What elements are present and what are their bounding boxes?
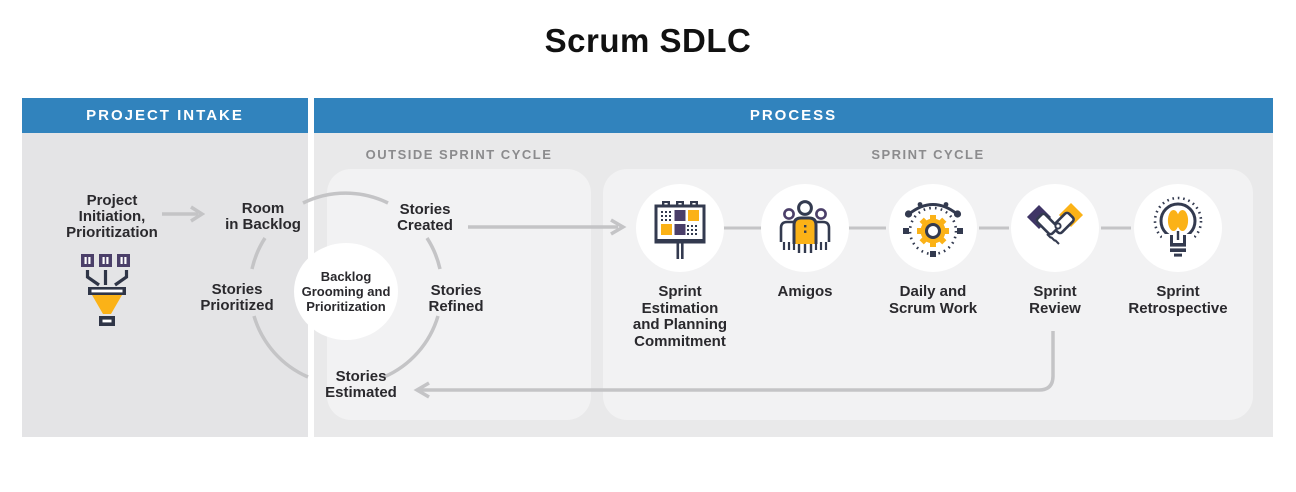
room-in-backlog-label: Room in Backlog [225,200,301,233]
sprint-step-label: Sprint Estimation and Planning Commitmen… [632,283,728,350]
gear-process-icon [889,184,977,272]
sprint-step-label: Daily and Scrum Work [888,283,978,317]
lightbulb-brain-icon [1134,184,1222,272]
sprint-step-daily-scrum: Daily and Scrum Work [858,184,1008,317]
stories-estimated-label: Stories Estimated [325,368,397,401]
project-intake-header-label: PROJECT INTAKE [86,107,244,124]
funnel-icon [81,254,130,326]
sprint-step-retrospective: Sprint Retrospective [1103,184,1253,317]
outside-sprint-cycle-header: OUTSIDE SPRINT CYCLE [365,147,553,162]
sprint-step-review: Sprint Review [980,184,1130,317]
stories-created-label: Stories Created [397,201,453,234]
project-intake-panel [22,133,308,437]
handshake-icon [1011,184,1099,272]
sprint-step-label: Sprint Review [1029,283,1081,317]
sprint-cycle-header: SPRINT CYCLE [871,147,985,162]
process-header-label: PROCESS [749,107,838,124]
sprint-step-label: Amigos [777,283,833,300]
sprint-step-label: Sprint Retrospective [1128,283,1228,317]
sprint-step-amigos: Amigos [730,184,880,301]
team-icon [761,184,849,272]
backlog-grooming-hub: Backlog Grooming and Prioritization [294,243,398,340]
scrum-board-icon [636,184,724,272]
stories-refined-label: Stories Refined [428,282,484,315]
project-initiation-label: Project Initiation, Prioritization [66,192,158,241]
backlog-grooming-label: Backlog Grooming and Prioritization [301,269,391,314]
sprint-step-estimation: Sprint Estimation and Planning Commitmen… [605,184,755,350]
stories-prioritized-label: Stories Prioritized [200,281,274,314]
process-header-bar: PROCESS [314,98,1273,133]
project-intake-header-bar: PROJECT INTAKE [22,98,308,133]
page-title: Scrum SDLC [544,22,752,59]
